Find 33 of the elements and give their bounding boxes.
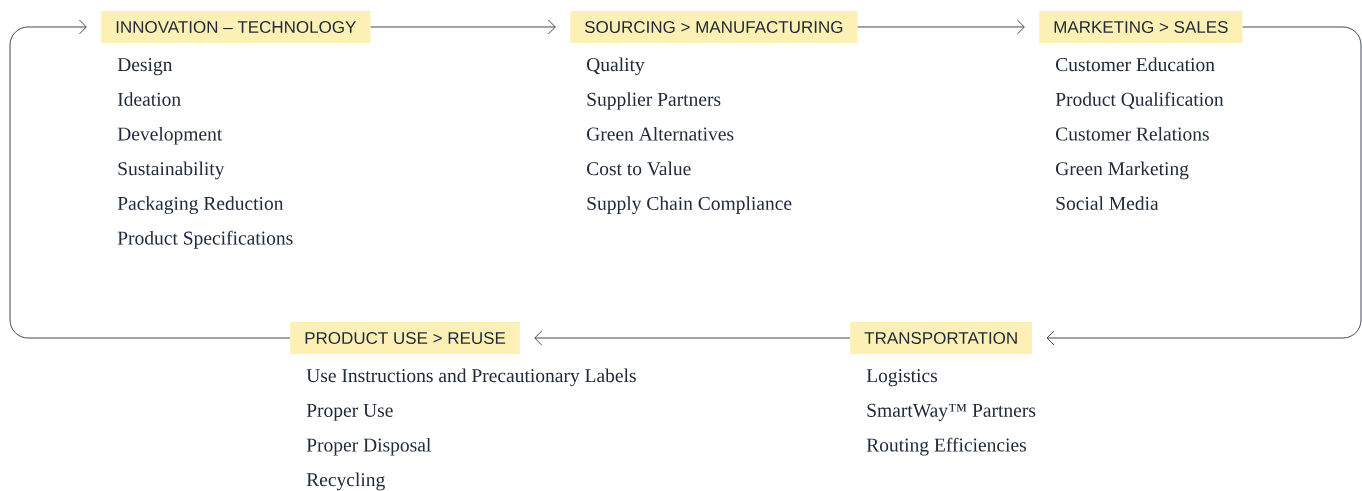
list-item: Use Instructions and Precautionary Labels: [306, 368, 636, 387]
list-item: Sustainability: [118, 161, 225, 180]
list-item: Supply Chain Compliance: [587, 196, 792, 214]
list-item: Customer Relations: [1056, 126, 1209, 141]
list-item: Design: [117, 58, 173, 76]
list-item: Ideation: [117, 92, 181, 106]
list-item: Recycling: [306, 472, 385, 491]
list-item: Proper Use: [306, 403, 393, 421]
list-item: Green Alternatives: [587, 126, 734, 141]
heading-box: MARKETING > SALES: [1039, 11, 1243, 43]
list-item: Social Media: [1056, 196, 1159, 210]
list-item: Logistics: [866, 369, 937, 387]
list-item: Routing Efficiencies: [866, 437, 1026, 456]
arrow: [370, 19, 556, 35]
heading-box: SOURCING > MANUFACTURING: [570, 11, 858, 43]
list-item: Supplier Partners: [587, 92, 721, 110]
list-item: Green Marketing: [1056, 161, 1189, 180]
list-item: Development: [117, 126, 223, 145]
list-item: Quality: [587, 57, 645, 76]
list-item: Customer Education: [1056, 57, 1215, 72]
heading-box: INNOVATION – TECHNOLOGY: [101, 11, 371, 43]
list-item: Product Specifications: [117, 230, 293, 249]
heading-box: PRODUCT USE > REUSE: [290, 322, 520, 354]
list-item: Cost to Value: [587, 161, 691, 176]
arrow: [534, 330, 851, 346]
arrow: [1046, 26, 1362, 346]
list-item: Packaging Reduction: [117, 196, 284, 214]
list-item: SmartWay™ Partners: [867, 403, 1036, 421]
arrow: [857, 19, 1025, 35]
list-item: Proper Disposal: [306, 437, 431, 456]
list-item: Product Qualification: [1055, 92, 1224, 109]
heading-box: TRANSPORTATION: [850, 322, 1033, 354]
arrow: [9, 19, 291, 339]
